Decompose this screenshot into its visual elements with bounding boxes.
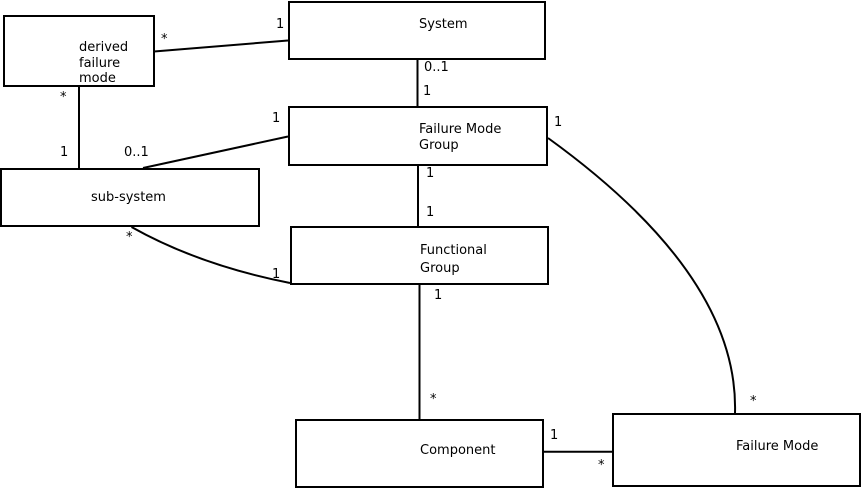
edge-failure-mode-group-failure-mode (547, 137, 737, 414)
node-functional-group-label-line1: Functional (420, 243, 487, 258)
node-system-label: System (419, 17, 468, 32)
mult-failure-mode-group-end-of-sub-system-edge: 1 (272, 111, 281, 126)
mult-failure-mode-end-of-component-edge: * (598, 458, 605, 473)
node-failure-mode-group: Failure Mode Group (288, 106, 548, 166)
node-failure-mode: Failure Mode (612, 413, 861, 487)
mult-failure-mode-group-end-of-failure-mode-edge: 1 (554, 115, 563, 130)
mult-derived-failure-mode-end-of-sub-system-edge: * (60, 90, 67, 105)
edge-sub-system-functional-group (131, 226, 291, 284)
node-failure-mode-group-label-line2: Group (419, 138, 459, 153)
edge-system-derived-failure-mode (153, 39, 289, 53)
node-functional-group-label-line2: Group (420, 260, 460, 276)
mult-component-end-of-failure-mode-edge: 1 (550, 428, 559, 443)
node-derived-failure-mode: derived failure mode (3, 15, 155, 87)
mult-failure-mode-group-end-of-functional-group-edge: 1 (426, 166, 435, 181)
node-sub-system-label: sub-system (91, 190, 166, 205)
node-derived-failure-mode-label-line2: failure (79, 55, 121, 71)
mult-derived-failure-mode-end-of-system-edge: * (161, 32, 168, 47)
mult-sub-system-end-of-functional-group-edge: * (126, 230, 133, 245)
edge-failure-mode-group-sub-system (142, 135, 289, 169)
mult-functional-group-end-of-failure-mode-group-edge: 1 (426, 205, 435, 220)
node-derived-failure-mode-label-line1: derived (79, 40, 129, 55)
mult-sub-system-end-of-derived-failure-mode-edge: 1 (60, 145, 69, 160)
node-system: System (288, 1, 546, 60)
node-sub-system: sub-system (0, 168, 260, 227)
mult-failure-mode-group-end-of-system-edge: 1 (423, 84, 432, 99)
node-functional-group: Functional Group (290, 226, 549, 285)
mult-system-end-of-failure-mode-group-edge: 0..1 (424, 60, 449, 75)
mult-system-end-of-derived-failure-mode-edge: 1 (276, 17, 285, 32)
node-component-label: Component (420, 443, 496, 458)
node-failure-mode-label: Failure Mode (736, 439, 819, 454)
node-failure-mode-group-label-line1: Failure Mode (419, 122, 502, 137)
mult-functional-group-end-of-sub-system-edge: 1 (272, 267, 281, 282)
mult-sub-system-end-of-failure-mode-group-edge: 0..1 (124, 145, 149, 160)
mult-failure-mode-end-of-failure-mode-group-edge: * (750, 394, 757, 409)
node-component: Component (295, 419, 544, 488)
node-derived-failure-mode-label-line3: mode (79, 71, 116, 86)
mult-functional-group-end-of-component-edge: 1 (434, 288, 443, 303)
mult-component-end-of-functional-group-edge: * (430, 392, 437, 407)
